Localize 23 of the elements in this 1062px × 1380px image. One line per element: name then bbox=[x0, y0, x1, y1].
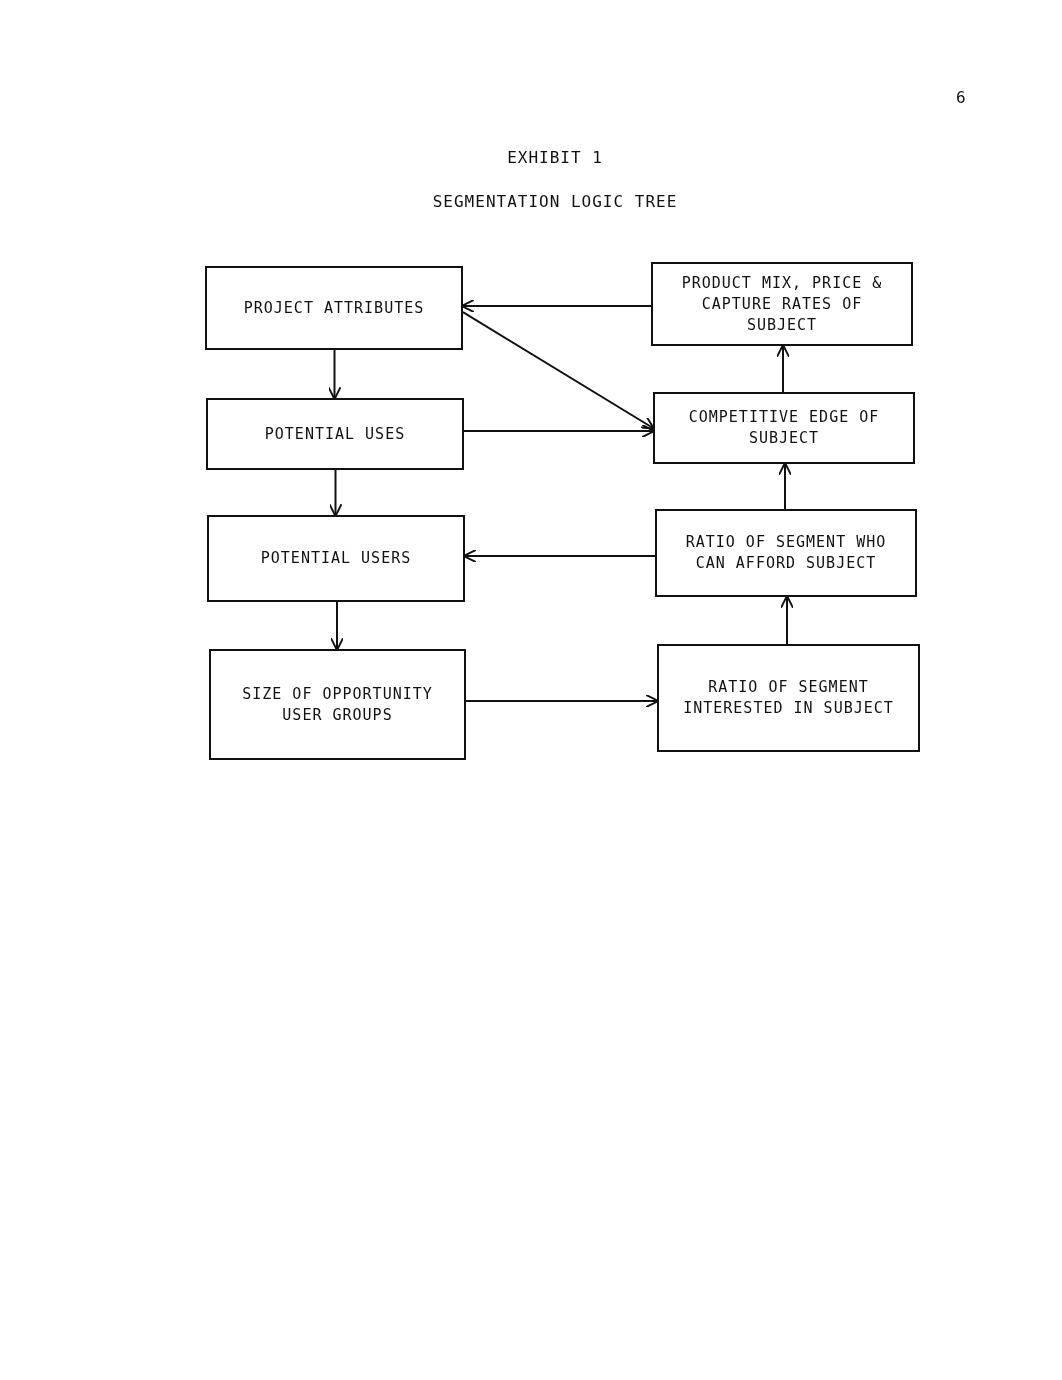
process-box bbox=[207, 515, 465, 602]
arrow bbox=[328, 469, 343, 518]
box-text: POTENTIAL USES bbox=[264, 423, 406, 445]
process-box bbox=[206, 398, 464, 470]
process-box bbox=[205, 266, 463, 350]
process-box bbox=[209, 649, 466, 760]
process-box bbox=[655, 509, 917, 597]
box-text: PRODUCT MIX, PRICE & CAPTURE RATES OF SUBJECT bbox=[680, 272, 884, 336]
box-text: PROJECT ATTRIBUTES bbox=[243, 297, 425, 319]
process-box bbox=[651, 262, 913, 346]
box-text: SIZE OF OPPORTUNITY USER GROUPS bbox=[241, 683, 434, 726]
arrow bbox=[462, 311, 655, 430]
box-text: RATIO OF SEGMENT INTERESTED IN SUBJECT bbox=[682, 677, 895, 719]
box-text: POTENTIAL USERS bbox=[260, 548, 412, 569]
process-box bbox=[657, 644, 920, 752]
box-text: COMPETITIVE EDGE OF SUBJECT bbox=[687, 407, 881, 449]
exhibit-label: EXHIBIT 1 bbox=[507, 148, 603, 167]
arrow bbox=[330, 601, 344, 652]
process-box bbox=[653, 392, 915, 464]
diagram-title: SEGMENTATION LOGIC TREE bbox=[432, 192, 678, 211]
page-number: 6 bbox=[956, 88, 967, 107]
box-text: RATIO OF SEGMENT WHO CAN AFFORD SUBJECT bbox=[684, 532, 888, 574]
arrow bbox=[327, 349, 342, 401]
